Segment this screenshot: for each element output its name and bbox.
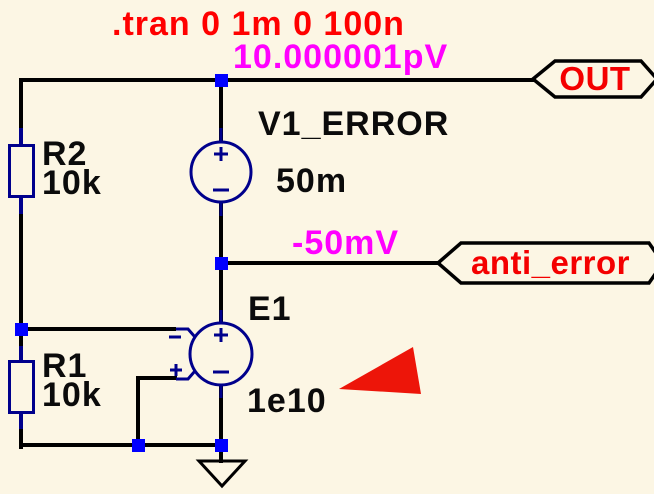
- junction-dot-icon: [215, 74, 228, 87]
- wire-feedback-horizontal[interactable]: [136, 376, 177, 380]
- resistor-r2-symbol[interactable]: [8, 144, 35, 198]
- resistor-pin: [19, 198, 23, 214]
- wire-e1-to-ground[interactable]: [219, 385, 223, 463]
- wire-v1-top[interactable]: [219, 80, 223, 143]
- net-port-out-label[interactable]: OUT: [559, 60, 631, 97]
- resistor-pin: [19, 128, 23, 145]
- voltage-source-icon[interactable]: [189, 128, 253, 216]
- component-ref-r2[interactable]: R2: [42, 135, 88, 173]
- wire-top[interactable]: [19, 78, 536, 82]
- probe-anti-error-voltage: -50mV: [292, 224, 400, 262]
- probe-out-voltage: 10.000001pV: [233, 38, 449, 76]
- component-ref-v1[interactable]: V1_ERROR: [258, 105, 450, 143]
- component-ref-r1[interactable]: R1: [42, 347, 88, 385]
- wire-e1-minus-input[interactable]: [19, 327, 176, 331]
- junction-dot-icon: [215, 257, 228, 270]
- junction-dot-icon: [215, 439, 228, 452]
- net-port-out-flag[interactable]: [530, 59, 654, 99]
- wire-left-vertical[interactable]: [19, 78, 23, 449]
- component-value-r2[interactable]: 10k: [42, 164, 102, 202]
- resistor-pin: [19, 346, 23, 361]
- ground-icon[interactable]: [195, 459, 249, 489]
- wire-bottom[interactable]: [19, 443, 223, 447]
- net-port-anti-error-label[interactable]: anti_error: [470, 244, 631, 281]
- component-value-v1[interactable]: 50m: [276, 162, 348, 200]
- resistor-pin: [19, 414, 23, 429]
- spice-directive[interactable]: .tran 0 1m 0 100n: [112, 5, 405, 43]
- junction-dot-icon: [132, 439, 145, 452]
- wire-anti-error[interactable]: [219, 261, 441, 265]
- junction-dot-icon: [15, 323, 28, 336]
- vcvs-source-icon[interactable]: [169, 310, 254, 398]
- component-value-r1[interactable]: 10k: [42, 376, 102, 414]
- component-ref-e1[interactable]: E1: [248, 290, 292, 328]
- resistor-r1-symbol[interactable]: [8, 360, 35, 414]
- cursor-triangle-icon: [339, 347, 421, 394]
- component-value-e1[interactable]: 1e10: [247, 382, 327, 420]
- wire-feedback-vertical[interactable]: [136, 378, 140, 447]
- net-port-anti-error-flag[interactable]: [435, 241, 654, 285]
